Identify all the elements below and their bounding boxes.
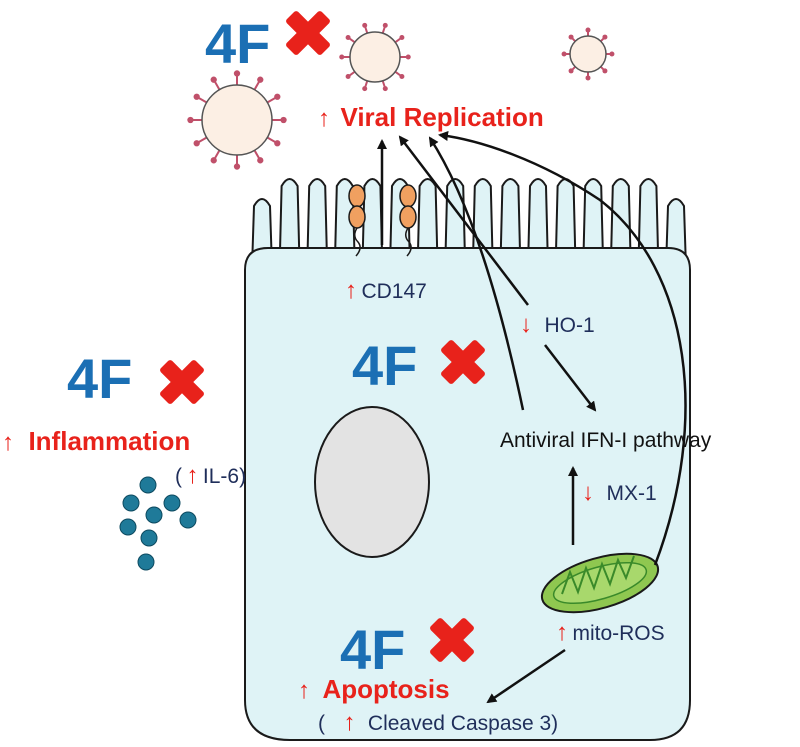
- virus-icon: [339, 22, 411, 92]
- microvillus: [526, 178, 550, 269]
- ho1-label: ↓ HO-1: [520, 311, 595, 338]
- cd147-receptor-left: [348, 184, 366, 257]
- microvillus: [471, 178, 494, 269]
- inflammation-label: ↑ Inflammation: [2, 426, 190, 456]
- arrow-mito-to-apoptosis: [486, 648, 566, 704]
- microvillus: [306, 178, 329, 269]
- il6-particles: [119, 476, 197, 571]
- drug-label-middle: 4F: [352, 334, 417, 397]
- drug-label-top: 4F: [205, 12, 270, 75]
- microvillus: [582, 178, 605, 269]
- cross-icon: [430, 618, 474, 662]
- cd147-label: ↑ CD147: [345, 277, 427, 304]
- arrow-ho1-to-ifn: [544, 344, 597, 412]
- mito-ros-label: ↑ mito-ROS: [556, 619, 665, 646]
- il6-marker-label: ( ↑ IL-6): [175, 462, 246, 489]
- drug-label-left: 4F: [67, 347, 132, 410]
- microvillus: [609, 178, 632, 269]
- arrow-ho1-to-replication: [398, 135, 529, 306]
- microvillus: [416, 178, 439, 269]
- ifn-pathway-label: Antiviral IFN-I pathway: [500, 429, 712, 452]
- apoptosis-label: ↑ Apoptosis: [298, 674, 450, 704]
- arrow-ifn-to-replication: [428, 136, 525, 411]
- microvillus: [361, 178, 384, 269]
- cross-icon: [441, 340, 485, 384]
- pathway-arrows: [377, 131, 687, 704]
- viral-replication-label: ↑ Viral Replication: [318, 102, 544, 132]
- cell-body: [244, 247, 691, 741]
- mitochondrion-icon: [540, 552, 660, 614]
- cross-icon: [160, 360, 204, 404]
- cleaved-caspase-label: ( ↑ Cleaved Caspase 3): [318, 709, 558, 736]
- cd147-receptor-right: [399, 184, 417, 257]
- nucleus: [314, 406, 430, 558]
- arrow-mito-to-replication: [438, 131, 687, 566]
- virus-icon: [187, 70, 287, 170]
- mx1-label: ↓ MX-1: [582, 479, 657, 506]
- drug-label-bottom: 4F: [340, 618, 405, 681]
- microvillus: [278, 178, 301, 269]
- microvilli: [250, 178, 688, 269]
- virus-icon: [561, 27, 615, 81]
- microvillus: [499, 178, 522, 269]
- cross-icon: [286, 11, 330, 55]
